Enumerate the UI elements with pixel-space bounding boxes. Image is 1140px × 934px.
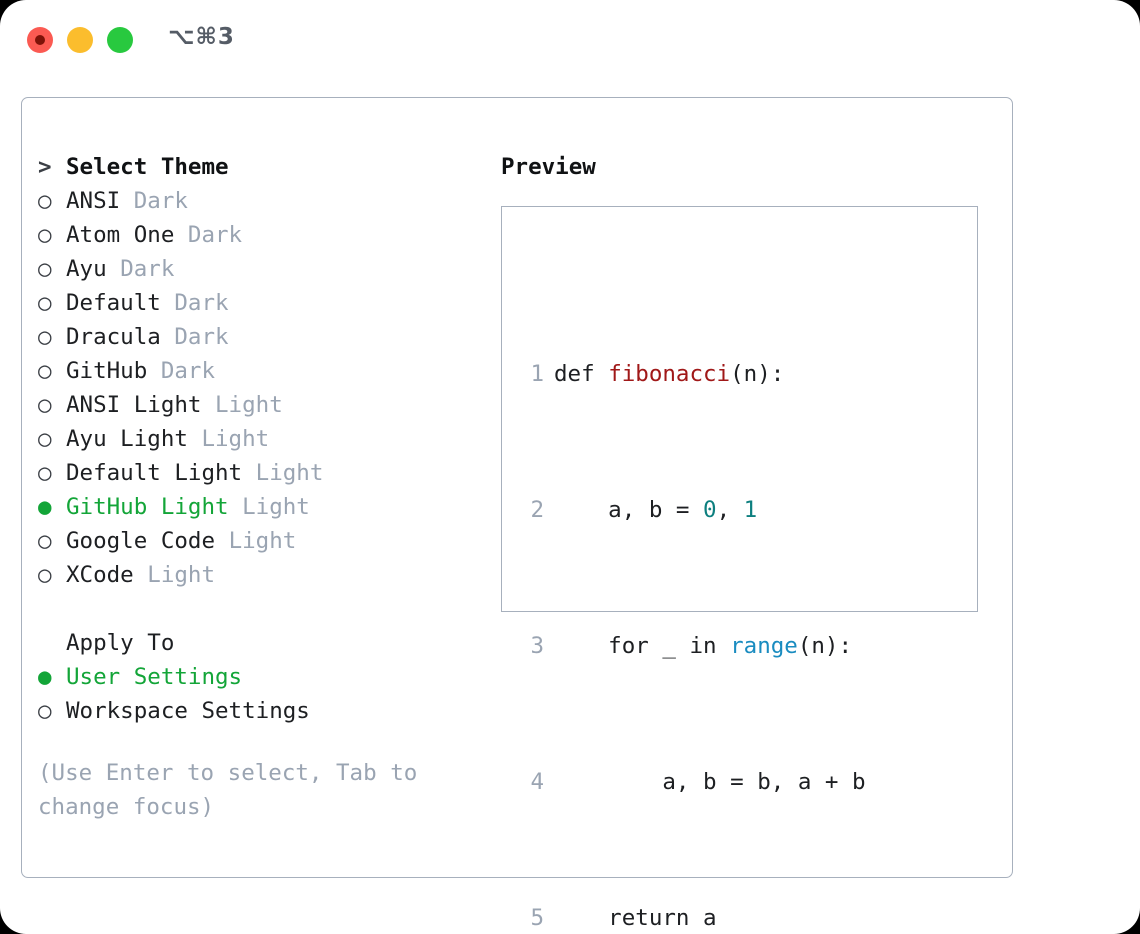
builtin-token: range [730,633,798,659]
close-window-button[interactable] [27,27,53,53]
line-number: 5 [530,905,544,931]
theme-list-item-selected[interactable]: ●GitHub Light Light [38,490,478,524]
main-panel: >Select Theme ○ANSI Dark ○Atom One Dark … [21,97,1013,931]
theme-variant-label: Light [147,562,216,588]
code-line: 4 a, b = b, a + b [522,765,906,799]
theme-variant-label: Light [242,494,310,520]
apply-to-item-workspace-settings[interactable]: ○Workspace Settings [38,694,478,728]
theme-variant-label: Light [228,528,297,554]
minimize-window-button[interactable] [67,27,93,53]
theme-list-item[interactable]: ○Ayu Light Light [38,422,478,456]
theme-variant-label: Dark [120,256,175,282]
theme-list-item[interactable]: ○Default Light Light [38,456,478,490]
theme-selector-column: >Select Theme ○ANSI Dark ○Atom One Dark … [38,150,478,824]
select-theme-header: >Select Theme [38,150,478,184]
number-token: 1 [743,497,758,523]
caret-icon: > [38,154,52,180]
radio-selected-icon: ● [38,494,52,520]
radio-unselected-icon: ○ [38,528,52,554]
number-token: 0 [703,497,717,523]
preview-title: Preview [501,154,596,180]
code-line: 5 return a [522,901,906,934]
theme-variant-label: Light [255,460,324,486]
apply-to-header: Apply To [38,626,478,660]
radio-unselected-icon: ○ [38,188,52,214]
keyboard-hint-text: (Use Enter to select, Tab to change focu… [38,760,418,820]
code-line: 2 a, b = 0, 1 [522,493,906,527]
radio-unselected-icon: ○ [38,358,52,384]
theme-variant-label: Dark [174,324,229,350]
radio-unselected-icon: ○ [38,290,52,316]
theme-variant-label: Light [201,426,270,452]
theme-list-item[interactable]: ○GitHub Dark [38,354,478,388]
theme-list-item[interactable]: ○ANSI Dark [38,184,478,218]
radio-selected-icon: ● [38,664,52,690]
theme-variant-label: Dark [133,188,188,214]
radio-unselected-icon: ○ [38,698,52,724]
apply-to-item-user-settings[interactable]: ●User Settings [38,660,478,694]
radio-unselected-icon: ○ [38,392,52,418]
theme-variant-label: Dark [174,290,229,316]
radio-unselected-icon: ○ [38,324,52,350]
title-bar: ⌥⌘3 [0,0,1140,80]
function-name-token: fibonacci [608,361,731,387]
theme-list-item[interactable]: ○Google Code Light [38,524,478,558]
section-spacer [38,592,478,626]
code-line: 3 for _ in range(n): [522,629,906,663]
line-number: 2 [530,497,544,523]
maximize-window-button[interactable] [107,27,133,53]
line-number: 4 [530,769,544,795]
theme-list-item[interactable]: ○Ayu Dark [38,252,478,286]
keyboard-shortcut-label: ⌥⌘3 [168,24,235,50]
radio-unselected-icon: ○ [38,222,52,248]
radio-unselected-icon: ○ [38,256,52,282]
radio-unselected-icon: ○ [38,562,52,588]
theme-list-item[interactable]: ○Default Dark [38,286,478,320]
theme-list-item[interactable]: ○Dracula Dark [38,320,478,354]
radio-unselected-icon: ○ [38,426,52,452]
theme-list-item[interactable]: ○ANSI Light Light [38,388,478,422]
line-number: 3 [530,633,544,659]
theme-list-item[interactable]: ○XCode Light [38,558,478,592]
radio-unselected-icon: ○ [38,460,52,486]
theme-variant-label: Dark [187,222,243,248]
theme-variant-label: Dark [160,358,216,384]
theme-variant-label: Light [215,392,283,418]
line-number: 1 [530,361,544,387]
blank-marker [38,626,66,660]
theme-list-item[interactable]: ○Atom One Dark [38,218,478,252]
record-indicator-icon [35,35,45,45]
